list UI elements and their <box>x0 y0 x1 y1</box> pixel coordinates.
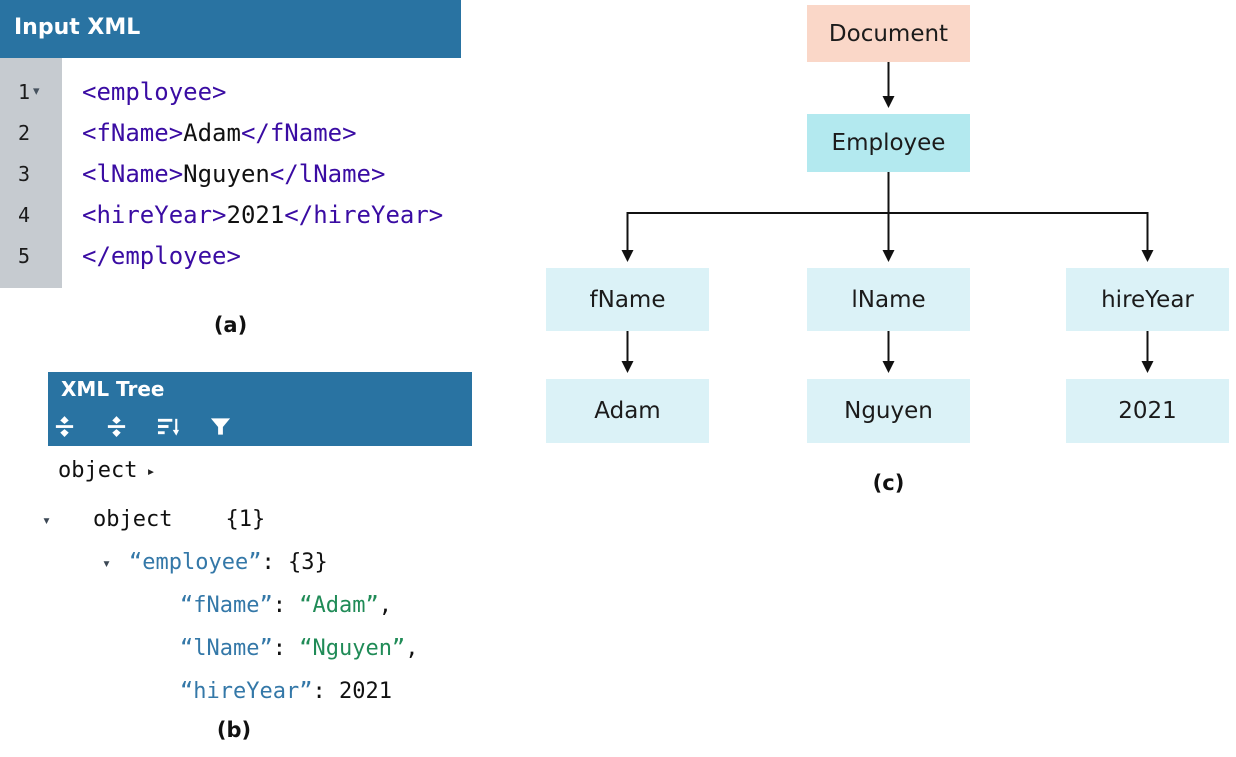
node-document: Document <box>807 5 970 62</box>
fold-caret-icon[interactable]: ▾ <box>33 84 40 99</box>
code-text: <hireYear>2021</hireYear> <box>82 201 443 229</box>
code-segment: </employee> <box>82 241 241 270</box>
code-segment: Nguyen <box>183 159 270 188</box>
tree-caret-icon[interactable]: ▾ <box>42 510 52 529</box>
code-text: <lName>Nguyen</lName> <box>82 160 385 188</box>
tree-row: ▾ “employee”: {3} <box>0 548 480 578</box>
tree-segment: {3} <box>287 550 328 575</box>
tree-segment: “Adam” <box>299 593 379 618</box>
filter-icon <box>210 417 230 435</box>
xml-tree-content: object ▸ ▾ object {1} ▾ “employee”: {3} “fName… <box>0 456 480 720</box>
expand-all-icon <box>55 415 73 437</box>
label-c: (c) <box>872 471 905 495</box>
tree-segment: : <box>261 550 288 575</box>
tree-row: object ▸ <box>0 456 480 486</box>
code-segment: <fName> <box>82 118 184 147</box>
collapse-all-button[interactable] <box>102 413 130 439</box>
xml-tree-header: XML Tree <box>48 372 472 446</box>
filter-button[interactable] <box>206 413 234 439</box>
tree-caret-icon[interactable]: ▸ <box>146 461 156 480</box>
code-segment: <employee> <box>82 77 227 106</box>
line-number: 3 <box>17 161 30 186</box>
code-line: 2 <fName>Adam</fName> <box>0 112 461 153</box>
label-a: (a) <box>213 313 248 337</box>
tree-segment: {1} <box>225 507 266 532</box>
line-gutter-cell: 5 <box>0 244 62 268</box>
collapse-all-icon <box>107 415 125 437</box>
tree-segment: , <box>378 593 392 618</box>
code-text: </employee> <box>82 242 241 270</box>
tree-segment: “employee” <box>129 550 262 575</box>
line-gutter-cell: 1▾ <box>0 80 62 104</box>
sort-descending-icon <box>157 418 179 436</box>
code-line: 1▾ <employee> <box>0 71 461 112</box>
tree-segment: “hireYear” <box>180 679 313 704</box>
code-segment: </fName> <box>240 118 357 147</box>
line-gutter-cell: 2 <box>0 121 62 145</box>
code-segment: </hireYear> <box>284 200 444 229</box>
xml-tree-title: XML Tree <box>61 377 165 401</box>
line-number: 1 <box>17 79 30 104</box>
sort-button[interactable] <box>154 413 182 439</box>
tree-segment: object <box>58 458 138 483</box>
node-lname: lName <box>807 268 970 331</box>
node-adam: Adam <box>546 379 709 443</box>
node-hireyear: hireYear <box>1066 268 1229 331</box>
line-number: 5 <box>17 243 30 268</box>
tree-segment: : <box>272 636 300 661</box>
tree-segment: : <box>312 679 339 704</box>
line-number: 4 <box>17 202 30 227</box>
code-line: 3 <lName>Nguyen</lName> <box>0 153 461 194</box>
code-line: 4 <hireYear>2021</hireYear> <box>0 194 461 235</box>
tree-row: “fName”: “Adam”, <box>0 591 480 621</box>
code-text: <employee> <box>82 78 227 106</box>
input-xml-header: Input XML <box>0 0 461 58</box>
tree-segment: : <box>272 593 300 618</box>
node-nguyen: Nguyen <box>807 379 970 443</box>
line-gutter-cell: 4 <box>0 203 62 227</box>
tree-segment: 2021 <box>338 679 392 704</box>
code-area: 1▾ <employee> 2 <fName>Adam</fName> 3 <lName>… <box>0 58 461 276</box>
code-segment: 2021 <box>226 200 285 229</box>
line-number: 2 <box>17 120 30 145</box>
code-segment: </lName> <box>269 159 386 188</box>
expand-all-button[interactable] <box>50 413 78 439</box>
tree-segment: object <box>93 507 226 532</box>
tree-segment: “fName” <box>180 593 273 618</box>
label-b: (b) <box>216 718 252 742</box>
node-employee: Employee <box>807 114 970 172</box>
code-text: <fName>Adam</fName> <box>82 119 357 147</box>
code-line: 5 </employee> <box>0 235 461 276</box>
code-segment: <hireYear> <box>82 200 227 229</box>
xml-tree-toolbar <box>50 413 234 439</box>
node-fname: fName <box>546 268 709 331</box>
tree-segment: , <box>405 636 419 661</box>
line-gutter-cell: 3 <box>0 162 62 186</box>
tree-row: ▾ object {1} <box>0 505 480 535</box>
code-segment: Adam <box>183 118 241 147</box>
node-2021: 2021 <box>1066 379 1229 443</box>
tree-row: “hireYear”: 2021 <box>0 677 480 707</box>
tree-row: “lName”: “Nguyen”, <box>0 634 480 664</box>
tree-caret-icon[interactable]: ▾ <box>102 553 112 572</box>
input-xml-title: Input XML <box>14 15 141 40</box>
line-number-gutter <box>0 58 62 288</box>
tree-segment: “Nguyen” <box>299 636 406 661</box>
code-segment: <lName> <box>82 159 184 188</box>
tree-segment: “lName” <box>180 636 273 661</box>
